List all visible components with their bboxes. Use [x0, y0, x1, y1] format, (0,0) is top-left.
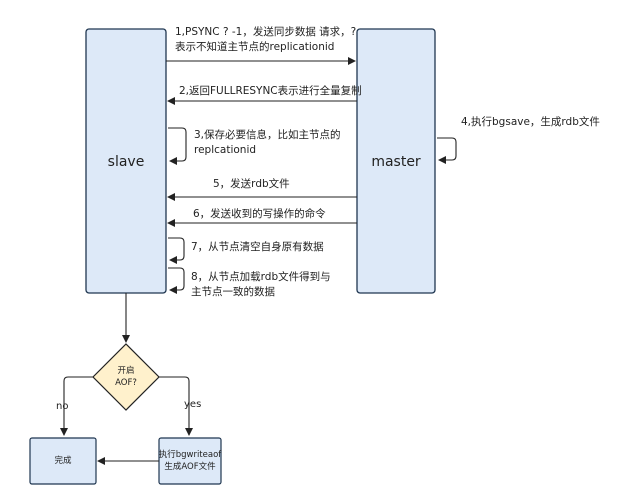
self-loop-load-rdb [168, 267, 185, 294]
msg3-line2: replcationid [194, 144, 257, 156]
bgwrite-line2: 生成AOF文件 [164, 462, 216, 472]
yes-label: yes [184, 399, 202, 410]
slave-label: slave [107, 154, 145, 170]
msg1-line1: 1,PSYNC ? -1，发送同步数据 请求，? [175, 26, 357, 38]
msg5: 5，发送rdb文件 [213, 178, 290, 190]
msg3-line1: 3,保存必要信息，比如主节点的 [194, 129, 341, 141]
arrow-no [60, 376, 93, 436]
decision-line1: 开启 [117, 366, 135, 376]
msg6: 6，发送收到的写操作的命令 [193, 208, 326, 220]
arrow-yes [159, 376, 193, 436]
no-label: no [56, 401, 69, 412]
self-loop-bgsave [437, 137, 457, 164]
msg2: 2,返回FULLRESYNC表示进行全量复制 [179, 85, 362, 97]
self-loop-save-info [168, 127, 187, 165]
done-box [29, 437, 97, 485]
bgwrite-line1: 执行bgwriteaof [158, 450, 222, 460]
msg1-line2: 表示不知道主节点的replicationid [175, 41, 335, 53]
msg8-line1: 8，从节点加载rdb文件得到与 [191, 271, 331, 283]
master-box [356, 28, 436, 294]
msg4: 4,执行bgsave，生成rdb文件 [461, 116, 600, 128]
master-label: master [371, 154, 421, 170]
decision-diamond [92, 343, 160, 411]
msg7: 7，从节点清空自身原有数据 [191, 241, 324, 253]
decision-line2: AOF? [115, 378, 137, 388]
msg8-line2: 主节点一致的数据 [191, 286, 275, 298]
done-label: 完成 [54, 456, 72, 466]
self-loop-clear-data [168, 237, 185, 264]
